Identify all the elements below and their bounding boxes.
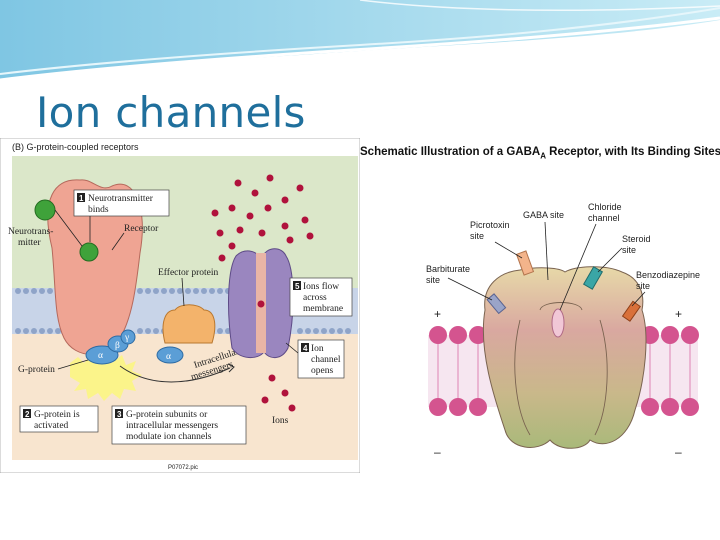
label-steroid-2: site — [622, 245, 636, 255]
gaba-title-main: Schematic Illustration of a GABA — [360, 146, 541, 158]
gaba-receptor-diagram: + + – – Picrotoxin site GABA site Chlori… — [426, 202, 700, 459]
activation-burst — [70, 355, 142, 401]
label-plus-right: + — [675, 307, 682, 321]
gaba-title-rest: Receptor, with Its Binding Sites — [545, 146, 720, 158]
label-chloride-2: channel — [588, 213, 620, 223]
neurotransmitter-molecule — [34, 199, 56, 221]
label-effector: Effector protein — [158, 267, 218, 278]
step-1-line-1: Neurotransmitter — [88, 194, 154, 204]
chloride-pore — [551, 308, 565, 338]
step-4-line-2: channel — [311, 355, 341, 365]
step-5-line-1: Ions flow — [303, 281, 339, 292]
effector-protein — [162, 304, 216, 344]
figure-footer: P07072.pic — [168, 465, 198, 471]
label-picrotoxin-2: site — [470, 231, 484, 241]
step-3-line-2: intracellular messengers — [126, 421, 218, 431]
label-neurotransmitter-2: mitter — [18, 238, 42, 248]
label-benzodiazepine-2: site — [636, 281, 650, 291]
step-3-number: 3 — [117, 410, 122, 419]
step-1-line-2: binds — [88, 205, 109, 215]
ion-cluster-outside — [211, 174, 314, 262]
gaba-figure-title: Schematic Illustration of a GABAA Recept… — [360, 146, 720, 160]
step-4-number: 4 — [303, 344, 308, 353]
g-protein-gamma — [120, 329, 136, 345]
label-minus-right: – — [675, 445, 682, 459]
step-4-line-3: opens — [311, 366, 333, 376]
benzodiazepine-site-marker — [621, 300, 641, 322]
g-protein-alpha — [85, 345, 119, 365]
label-ions: Ions — [272, 416, 289, 426]
barbiturate-site-marker — [486, 293, 507, 315]
step-5-line-2: across — [303, 293, 327, 303]
label-plus-left: + — [434, 307, 441, 321]
slide-title: Ion channels — [36, 88, 306, 137]
steroid-site-marker — [582, 266, 604, 290]
label-alpha: α — [98, 351, 103, 361]
step-2-number: 2 — [25, 410, 30, 419]
step-3-line-3: modulate ion channels — [126, 432, 212, 442]
label-neurotransmitter-1: Neurotrans- — [8, 227, 53, 237]
receptor-protein — [47, 179, 143, 355]
step-1-number: 1 — [79, 194, 84, 203]
gaba-title-sub: A — [540, 151, 546, 161]
step-5-line-3: membrane — [303, 304, 343, 314]
ion-cluster-inside — [261, 374, 296, 412]
label-steroid-1: Steroid — [622, 234, 651, 244]
gpcr-diagram: (B) G-protein-coupled receptors Neurotra… — [0, 138, 360, 473]
alpha-subunit-free — [156, 346, 184, 364]
step-5-number: 5 — [295, 282, 300, 291]
label-benzodiazepine-1: Benzodiazepine — [636, 270, 700, 280]
label-gprotein: G-protein — [18, 365, 55, 375]
label-receptor: Receptor — [124, 224, 159, 234]
label-barbiturate-1: Barbiturate — [426, 264, 470, 274]
label-minus-left: – — [434, 445, 441, 459]
label-picrotoxin-1: Picrotoxin — [470, 220, 510, 230]
step-2-line-2: activated — [34, 421, 69, 431]
label-alpha-free: α — [166, 352, 171, 362]
label-chloride-1: Chloride — [588, 202, 622, 212]
label-beta: β — [115, 341, 120, 351]
step-4-line-1: Ion — [311, 344, 324, 354]
gaba-receptor-complex — [482, 266, 647, 449]
bound-neurotransmitter — [79, 242, 99, 262]
gpcr-heading: (B) G-protein-coupled receptors — [12, 142, 139, 152]
step-2-line-1: G-protein is — [34, 410, 80, 420]
header-wave-decoration — [0, 0, 720, 82]
step-3-line-1: G-protein subunits or — [126, 410, 208, 420]
label-barbiturate-2: site — [426, 275, 440, 285]
label-gaba-site: GABA site — [523, 210, 564, 220]
label-gamma: γ — [124, 333, 129, 343]
